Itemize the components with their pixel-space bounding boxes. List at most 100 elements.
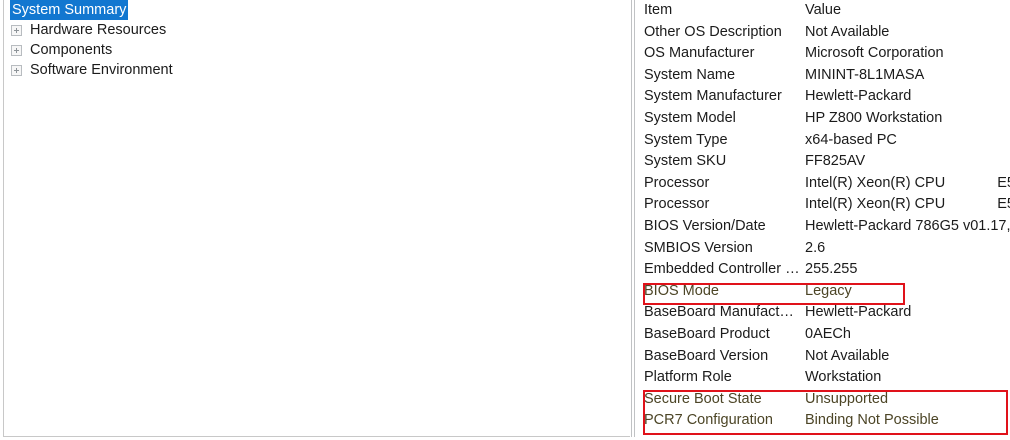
row-value-text: 255.255: [805, 261, 858, 278]
list-row[interactable]: System SKU FF825AV: [638, 151, 1010, 173]
list-row[interactable]: Processor Intel(R) Xeon(R) CPU E5506: [638, 194, 1010, 216]
row-value-text: Microsoft Corporation: [805, 45, 944, 62]
row-value-cell: Unsupported: [805, 389, 1010, 411]
list-row[interactable]: System Type x64-based PC: [638, 130, 1010, 152]
list-row[interactable]: SMBIOS Version 2.6: [638, 238, 1010, 260]
list-row[interactable]: BaseBoard Manufacturer Hewlett-Packard: [638, 302, 1010, 324]
row-value-cell: Binding Not Possible: [805, 410, 1010, 432]
row-value-cell: Hewlett-Packard: [805, 302, 1010, 324]
row-value-cell: 0AECh: [805, 324, 1010, 346]
row-value-text: 0AECh: [805, 325, 851, 342]
row-item-label: System Model: [644, 109, 736, 126]
row-value-text-secondary: E5506: [997, 196, 1010, 213]
column-header-value-label: Value: [805, 2, 842, 18]
row-value-text: Intel(R) Xeon(R) CPU: [805, 196, 946, 213]
row-value-text: FF825AV: [805, 153, 866, 170]
row-value-cell: Hewlett-Packard 786G5 v01.17, 8/: [805, 216, 1010, 238]
row-item-label: BIOS Mode: [644, 282, 719, 299]
list-header-row[interactable]: Item Value: [638, 0, 1010, 22]
expand-plus-icon[interactable]: [11, 45, 22, 56]
row-value-cell: Legacy: [805, 281, 1010, 303]
row-value-cell: Workstation: [805, 367, 1010, 389]
row-value-text: x64-based PC: [805, 131, 897, 148]
row-value-text: Workstation: [805, 369, 882, 386]
list-row[interactable]: BIOS Mode Legacy: [638, 281, 1010, 303]
row-item-label: SMBIOS Version: [644, 239, 753, 256]
list-row[interactable]: Embedded Controller V... 255.255: [638, 259, 1010, 281]
list-row[interactable]: BaseBoard Version Not Available: [638, 346, 1010, 368]
row-value-text: Hewlett-Packard: [805, 304, 912, 321]
tree-item-hardware-resources[interactable]: Hardware Resources: [4, 20, 629, 40]
row-item-label: OS Manufacturer: [644, 45, 755, 62]
row-item-label: BaseBoard Version: [644, 347, 769, 364]
row-value-cell: HP Z800 Workstation: [805, 108, 1010, 130]
window-left-border: [3, 0, 4, 437]
row-item-label: PCR7 Configuration: [644, 412, 773, 429]
list-row[interactable]: System Model HP Z800 Workstation: [638, 108, 1010, 130]
row-value-cell: Hewlett-Packard: [805, 86, 1010, 108]
row-item-label: BIOS Version/Date: [644, 217, 766, 234]
row-value-text: Legacy: [805, 282, 852, 299]
row-value-cell: 2.6: [805, 238, 1010, 260]
row-value-cell: Intel(R) Xeon(R) CPU E5506: [805, 173, 1010, 195]
expand-plus-icon[interactable]: [11, 25, 22, 36]
row-item-label: Embedded Controller V...: [644, 261, 800, 278]
row-value-text: Intel(R) Xeon(R) CPU: [805, 174, 946, 191]
splitter-line-right: [634, 0, 635, 437]
row-value-text: MININT-8L1MASA: [805, 66, 925, 83]
row-value-text: HP Z800 Workstation: [805, 109, 943, 126]
row-item-label: BaseBoard Manufacturer: [644, 304, 800, 321]
row-item-label: System Name: [644, 66, 736, 83]
row-item-label: System Manufacturer: [644, 88, 782, 105]
row-value-text: Not Available: [805, 23, 890, 40]
window-bottom-border: [3, 436, 1007, 437]
column-header-item: Item: [644, 2, 673, 18]
row-value-text: Hewlett-Packard: [805, 88, 912, 105]
row-value-cell: FF825AV: [805, 151, 1010, 173]
row-value-text: Not Available: [805, 347, 890, 364]
row-item-label: Processor: [644, 196, 710, 213]
row-value-text: 2.6: [805, 239, 826, 256]
list-row[interactable]: OS Manufacturer Microsoft Corporation: [638, 43, 1010, 65]
row-value-text-secondary: E5506: [997, 174, 1010, 191]
row-value-cell: Intel(R) Xeon(R) CPU E5506: [805, 194, 1010, 216]
tree-item-label: Components: [30, 42, 113, 58]
list-row[interactable]: Platform Role Workstation: [638, 367, 1010, 389]
pane-splitter[interactable]: [630, 0, 638, 437]
tree-item-software-environment[interactable]: Software Environment: [4, 60, 629, 80]
row-item-label: System Type: [644, 131, 728, 148]
list-row[interactable]: Other OS Description Not Available: [638, 22, 1010, 44]
tree-item-label: System Summary: [10, 0, 129, 20]
column-header-value: Value: [805, 0, 1010, 22]
tree-item-components[interactable]: Components: [4, 40, 629, 60]
row-value-text: Binding Not Possible: [805, 412, 939, 429]
splitter-line-left: [631, 0, 632, 437]
row-value-text: Hewlett-Packard 786G5 v01.17, 8/: [805, 217, 1010, 234]
row-value-text: Unsupported: [805, 390, 889, 407]
list-row[interactable]: Processor Intel(R) Xeon(R) CPU E5506: [638, 173, 1010, 195]
list-row[interactable]: System Name MININT-8L1MASA: [638, 65, 1010, 87]
tree-item-label: Hardware Resources: [30, 22, 167, 38]
row-value-cell: Not Available: [805, 346, 1010, 368]
expand-plus-icon[interactable]: [11, 65, 22, 76]
row-item-label: BaseBoard Product: [644, 325, 770, 342]
row-item-label: System SKU: [644, 153, 727, 170]
row-value-cell: 255.255: [805, 259, 1010, 281]
row-item-label: Platform Role: [644, 369, 732, 386]
row-item-label: Other OS Description: [644, 23, 782, 40]
list-row[interactable]: BaseBoard Product 0AECh: [638, 324, 1010, 346]
tree-item-system-summary[interactable]: System Summary: [4, 0, 629, 20]
tree-item-label: Software Environment: [30, 62, 173, 78]
list-row[interactable]: System Manufacturer Hewlett-Packard: [638, 86, 1010, 108]
list-row[interactable]: PCR7 Configuration Binding Not Possible: [638, 410, 1010, 432]
row-item-label: Processor: [644, 174, 710, 191]
row-value-cell: MININT-8L1MASA: [805, 65, 1010, 87]
list-row[interactable]: BIOS Version/Date Hewlett-Packard 786G5 v…: [638, 216, 1010, 238]
row-value-cell: Not Available: [805, 22, 1010, 44]
row-value-cell: x64-based PC: [805, 130, 1010, 152]
row-value-cell: Microsoft Corporation: [805, 43, 1010, 65]
